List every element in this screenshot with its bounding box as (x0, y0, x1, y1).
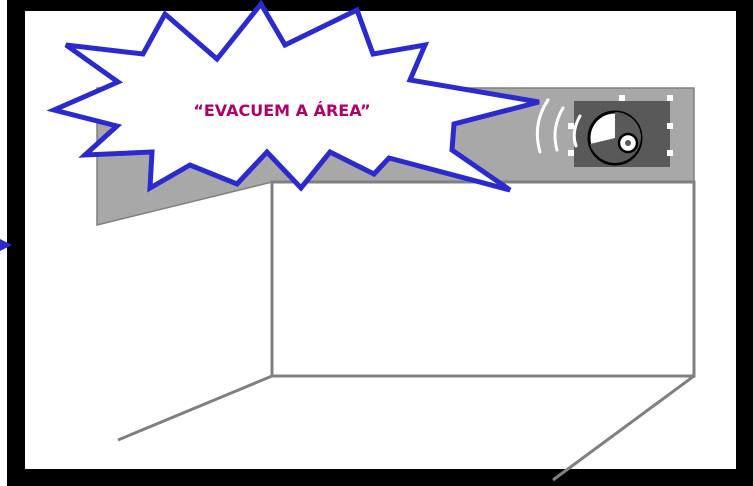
floor-edge-right (553, 376, 694, 480)
back-wall (272, 182, 694, 376)
ceiling-speaker-icon (567, 90, 692, 178)
floor-edge-left (118, 376, 272, 440)
announcement-text: “EVACUEM A ÁREA” (193, 101, 370, 120)
